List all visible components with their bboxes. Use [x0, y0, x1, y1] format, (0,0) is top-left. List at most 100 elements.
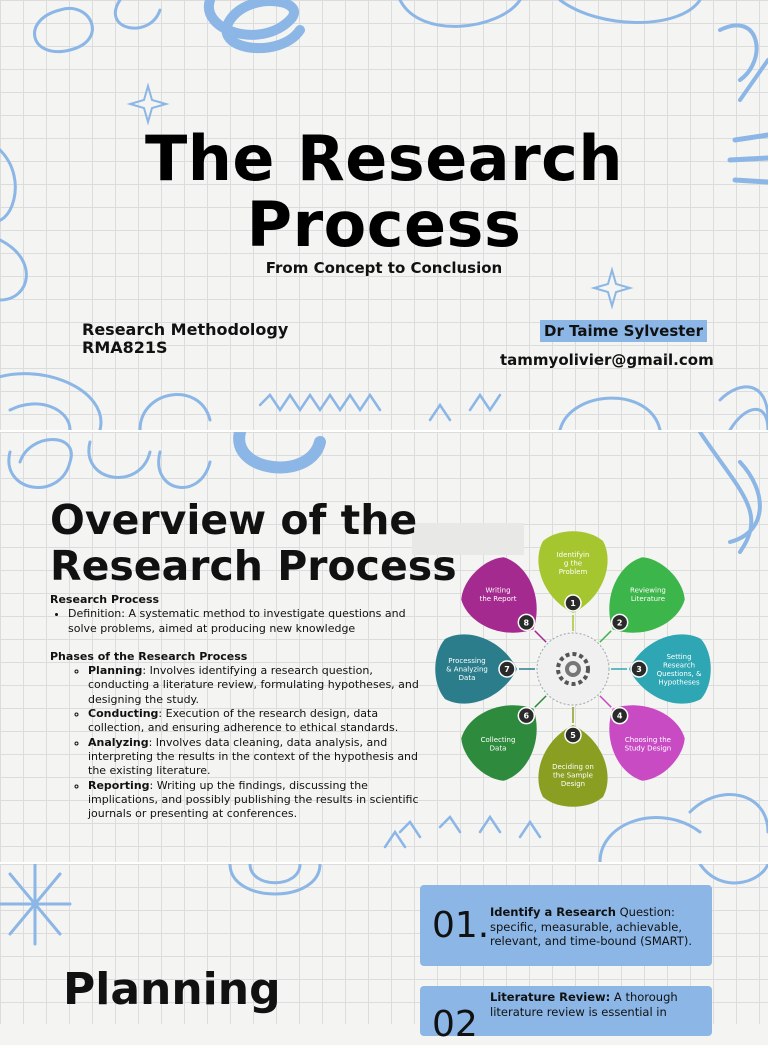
course-name: Research Methodology [82, 320, 289, 339]
step-text: Identify a Research Question: specific, … [490, 905, 700, 949]
petal-label: Research [663, 661, 695, 669]
petal-label: Deciding on [552, 763, 594, 771]
slide-title-line1: The Research [144, 122, 624, 195]
petal-8 [461, 557, 537, 633]
petal-label: Study Design [625, 745, 672, 753]
petal-number: 6 [524, 712, 530, 721]
phase-item: Analyzing: Involves data cleaning, data … [88, 736, 430, 779]
petal-number: 5 [570, 731, 576, 740]
petal-shape [435, 634, 517, 704]
petal-label: Data [490, 745, 507, 753]
petal-label: Choosing the [625, 736, 671, 744]
petal-7 [435, 634, 517, 704]
petal-label: Collecting [481, 736, 516, 744]
petal-label: Identifyin [557, 551, 590, 559]
petal-3 [629, 634, 711, 704]
petal-label: Data [459, 674, 476, 682]
overview-body: Research Process Definition: A systemati… [50, 593, 430, 821]
petal-connector [534, 630, 547, 643]
phases-list: Planning: Involves identifying a researc… [50, 664, 430, 821]
step-number: 02 [432, 1004, 478, 1045]
phase-item: Reporting: Writing up the findings, disc… [88, 779, 430, 822]
petal-label: Design [561, 780, 585, 788]
phase-name: Planning [88, 664, 143, 678]
slide-subtitle: From Concept to Conclusion [265, 259, 503, 277]
overview-title-line2: Research Process [50, 542, 457, 590]
petal-shape [538, 531, 608, 613]
petal-label: g the [564, 560, 582, 568]
step-bold: Literature Review: [490, 990, 611, 1004]
petal-connector [599, 630, 612, 643]
step-bold: Identify a Research [490, 905, 616, 919]
petal-label: the Sample [553, 772, 593, 780]
petal-5 [538, 725, 608, 807]
petal-number-badge [610, 706, 629, 725]
phases-heading: Phases of the Research Process [50, 649, 248, 663]
petal-number-badge [564, 594, 582, 612]
petal-connector [599, 695, 612, 708]
petal-number: 3 [636, 665, 642, 674]
slide-separator [0, 430, 768, 432]
petal-label: Reviewing [630, 586, 666, 594]
petal-4 [609, 705, 685, 781]
petal-number-badge [610, 613, 629, 632]
petal-label: the Report [480, 595, 517, 603]
slide-title: The Research Process From Concept to Con… [0, 0, 768, 430]
step-desc: Question: specific, measurable, achievab… [490, 905, 692, 948]
petal-number-badge [498, 660, 516, 678]
slide-title-line2: Process [246, 188, 522, 261]
petal-label: Literature [631, 595, 665, 603]
petal-label: Writing [486, 586, 511, 594]
petal-label: Hypotheses [658, 678, 700, 686]
course-info: Research Methodology RMA821S [82, 321, 288, 357]
petal-number-badge [517, 706, 536, 725]
phase-name: Conducting [88, 707, 159, 721]
petal-6 [461, 705, 537, 781]
gear-icon [556, 652, 590, 686]
author-name: Dr Taime Sylvester [540, 320, 708, 342]
petal-label: & Analyzing [446, 666, 488, 674]
phase-text: : Execution of the research design, data… [88, 707, 399, 735]
overview-title-line1: Overview of the [50, 496, 418, 544]
author-email: tammyolivier@gmail.com [500, 351, 714, 369]
petal-label: Problem [559, 568, 588, 576]
petal-number-badge [517, 613, 536, 632]
slide-overview [0, 432, 768, 862]
petal-2 [609, 557, 685, 633]
definition-item: Definition: A systematic method to inves… [68, 607, 430, 636]
phase-text: : Writing up the findings, discussing th… [88, 778, 419, 821]
phase-name: Analyzing [88, 735, 149, 749]
definition-list: Definition: A systematic method to inves… [50, 607, 430, 636]
step-card: 01. Identify a Research Question: specif… [420, 885, 712, 966]
petal-shape [461, 557, 537, 633]
petal-shape [609, 557, 685, 633]
step-number: 01. [432, 905, 490, 946]
phase-text: : Involves data cleaning, data analysis,… [88, 735, 419, 778]
step-desc: A thorough literature review is essentia… [490, 990, 678, 1019]
petal-label: Questions, & [657, 670, 702, 678]
step-card: 02 Literature Review: A thorough literat… [420, 986, 712, 1045]
slide-separator [0, 862, 768, 864]
title-highlight [412, 523, 524, 555]
petal-number: 7 [504, 665, 510, 674]
petal-number-badge [564, 726, 582, 744]
petal-1 [538, 531, 608, 613]
petal-shape [629, 634, 711, 704]
petal-label: Processing [448, 657, 485, 665]
course-code: RMA821S [82, 338, 168, 357]
planning-title: Planning [63, 964, 281, 1015]
petal-number: 8 [524, 618, 530, 627]
phase-item: Conducting: Execution of the research de… [88, 707, 430, 736]
petal-connector [534, 695, 547, 708]
petal-shape [461, 705, 537, 781]
phase-text: : Involves identifying a research questi… [88, 664, 419, 706]
petal-shape [538, 725, 608, 807]
phase-item: Planning: Involves identifying a researc… [88, 664, 430, 707]
overview-title: Overview of the Research Process [50, 497, 457, 589]
section-heading: Research Process [50, 593, 160, 606]
petal-number: 1 [570, 599, 576, 608]
step-text: Literature Review: A thorough literature… [490, 990, 700, 1019]
petal-label: Setting [666, 653, 691, 661]
phase-name: Reporting [88, 778, 150, 792]
